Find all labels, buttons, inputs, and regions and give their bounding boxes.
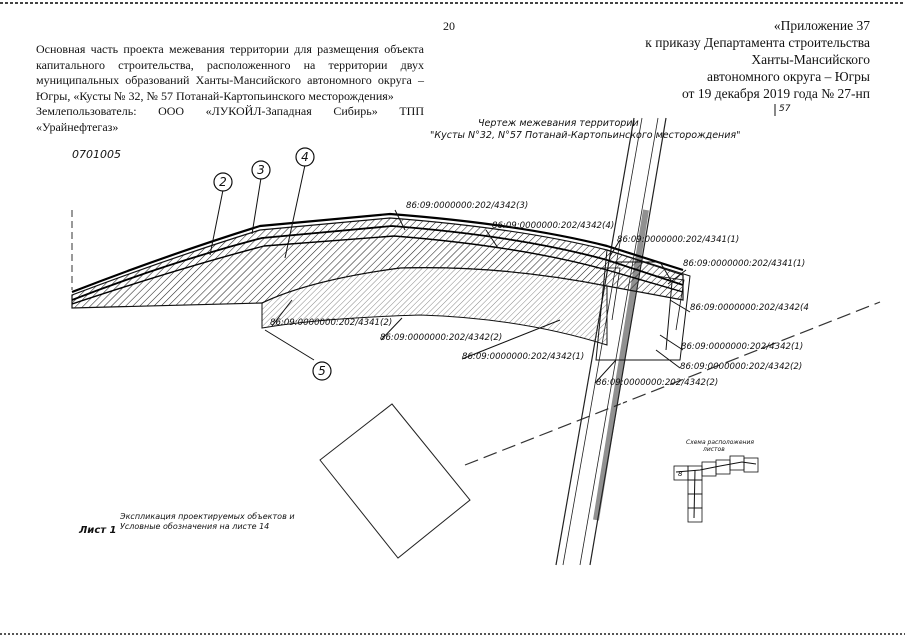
intersection-frame (595, 249, 691, 361)
callout-leaders (209, 164, 691, 384)
callout-circle (312, 361, 332, 381)
notes-line: Экспликация проектируемых объектов и (119, 512, 295, 521)
land-user-org: «Урайнефтегаз» (36, 119, 119, 134)
parcel-label: 86:09:0000000:202/4342(1) (681, 342, 803, 352)
callout-circle (295, 147, 315, 167)
approval-line: к приказу Департамента строительства (645, 35, 870, 50)
layout-scheme-title: Схема расположения (686, 439, 754, 446)
layout-sheet-box (687, 507, 703, 523)
callout-number: 5 (318, 364, 326, 378)
building-outline (319, 403, 471, 559)
approval-line: автономного округа – Югры (707, 69, 870, 84)
parcel-label: 86:09:0000000:202/4342(3) (406, 201, 528, 211)
parcel-label: 86:09:0000000:202/4342(4 (690, 303, 809, 313)
layout-sheet-label: 8 (678, 470, 683, 478)
quarter-boundary (464, 301, 881, 466)
land-user-org: «ЛУКОЙЛ-Западная (205, 104, 312, 118)
parcel-label: 86:09:0000000:202/4341(1) (617, 235, 739, 245)
approval-line: от 19 декабря 2019 года № 27-нп (681, 86, 870, 101)
layout-route-line (693, 469, 696, 519)
sheet-label: Лист 1 (78, 525, 116, 536)
parcel-label: 86:09:0000000:202/4341(1) (683, 259, 805, 269)
layout-sheet-box (743, 457, 759, 473)
pipeline-lines (71, 212, 684, 305)
parcel-label: 86:09:0000000:202/4341(2) (270, 318, 392, 328)
corridor-band-inner (261, 267, 608, 346)
callout-number: 2 (219, 175, 227, 189)
layout-route-line (675, 461, 757, 473)
land-user-org: ТПП (399, 104, 424, 118)
layout-sheet-box (715, 459, 731, 475)
parcel-label: 86:09:0000000:202/4342(2) (380, 333, 502, 343)
land-user-block: Землепользователь: ООО «ЛУКОЙЛ-Западная … (36, 104, 424, 135)
parcel-label: 86:09:0000000:202/4342(1) (462, 352, 584, 362)
parcel-label: 86:09:0000000:202/4342(2) (680, 362, 802, 372)
parcel-label: 86:09:0000000:202/4342(4) (492, 221, 614, 231)
page-number: 20 (443, 19, 455, 33)
scan-edge-top (0, 2, 905, 4)
approval-line: Ханты-Мансийского (751, 52, 870, 67)
callout-circle (213, 172, 233, 192)
notes-line: Условные обозначения на листе 14 (120, 522, 269, 531)
scan-edge-bottom (0, 633, 905, 635)
parcel-label: 86:09:0000000:202/4342(2) (596, 378, 718, 388)
land-user-org: Сибирь» (333, 104, 378, 118)
land-user-label: Землепользователь: (36, 104, 137, 118)
callout-number: 4 (301, 150, 309, 164)
callout-number: 3 (257, 163, 265, 177)
sheet-reference: 57 (779, 104, 791, 114)
drawing-title: Чертеж межевания территории (478, 118, 639, 129)
crossing-corridor (555, 117, 667, 566)
drawing-subtitle: "Кусты N°32, N°57 Потанай-Картопьинского… (430, 130, 741, 141)
cadastral-quarter-number: 0701005 (72, 148, 121, 161)
approval-block: «Приложение 37 к приказу Департамента ст… (600, 17, 870, 102)
land-user-org: ООО (158, 104, 185, 118)
layout-scheme-title: листов (702, 446, 725, 453)
callout-markers: 2 3 4 5 (213, 147, 332, 381)
sheet-layout-scheme: Схема расположения листов 8 (673, 439, 759, 523)
callout-circle (251, 160, 271, 180)
layout-sheet-box (687, 493, 703, 509)
parcel-labels: 86:09:0000000:202/4342(3) 86:09:0000000:… (270, 201, 809, 388)
approval-line: «Приложение 37 (773, 18, 870, 33)
project-description: Основная часть проекта межевания террито… (36, 42, 424, 103)
